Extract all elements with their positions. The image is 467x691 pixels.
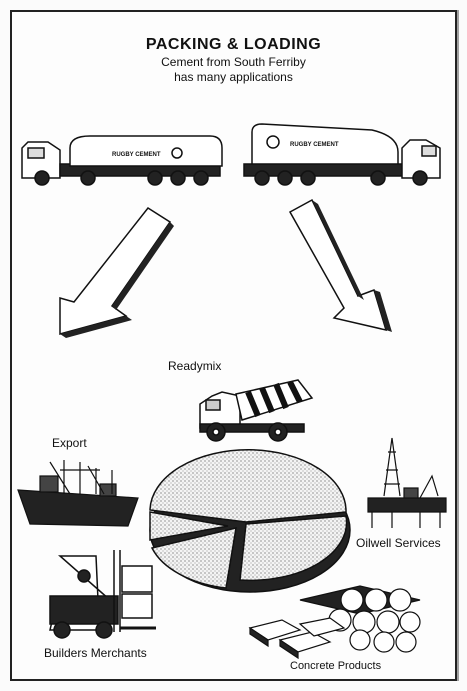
- left-tanker-truck-icon: [21, 135, 223, 186]
- export-label: Export: [52, 436, 87, 450]
- readymix-label: Readymix: [168, 359, 222, 373]
- concrete-pipes-icon: [299, 585, 421, 653]
- right-down-arrow-icon: [288, 198, 392, 332]
- oil-rig-icon: [367, 437, 447, 528]
- subtitle-line-2: has many applications: [174, 70, 293, 84]
- concrete-slabs-icon: [248, 617, 346, 660]
- builders-merchants-label: Builders Merchants: [44, 646, 147, 660]
- cement-mixer-truck-icon: [199, 379, 314, 442]
- right-tanker-truck-icon: [243, 123, 441, 186]
- pie-chart-icon: [149, 449, 351, 593]
- left-down-arrow-icon: [59, 207, 174, 338]
- page-title: PACKING & LOADING: [145, 36, 322, 53]
- left-tanker-label: RUGBY CEMENT: [112, 152, 161, 158]
- concrete-products-label: Concrete Products: [290, 660, 382, 672]
- oilwell-services-label: Oilwell Services: [356, 536, 441, 550]
- right-tanker-label: RUGBY CEMENT: [290, 142, 339, 148]
- cargo-ship-icon: [17, 460, 139, 527]
- subtitle-line-1: Cement from South Ferriby: [161, 55, 306, 69]
- forklift-icon: [49, 550, 156, 639]
